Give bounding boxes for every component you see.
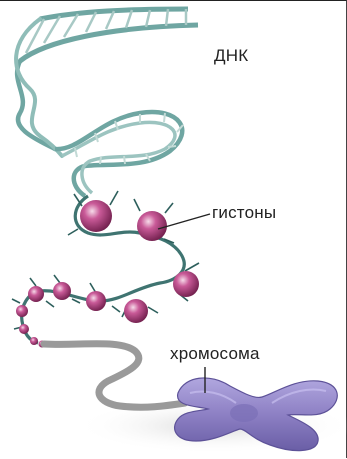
histone [173, 271, 199, 297]
label-dna: ДНК [214, 46, 248, 66]
histone [19, 324, 29, 334]
histone [86, 291, 106, 311]
histone [16, 305, 28, 317]
histone [137, 211, 167, 241]
histone [53, 282, 71, 300]
histone [124, 299, 148, 323]
label-chromosome: хромосома [170, 344, 260, 364]
histone-group [16, 200, 199, 348]
histone [80, 200, 112, 232]
dna-helix-loop [55, 112, 183, 196]
label-histones: гистоны [212, 203, 276, 223]
histone [28, 286, 44, 302]
dna-ladder [20, 9, 198, 61]
dna-helix [16, 19, 62, 156]
histone [30, 337, 38, 345]
chromatin-fiber [44, 344, 185, 407]
